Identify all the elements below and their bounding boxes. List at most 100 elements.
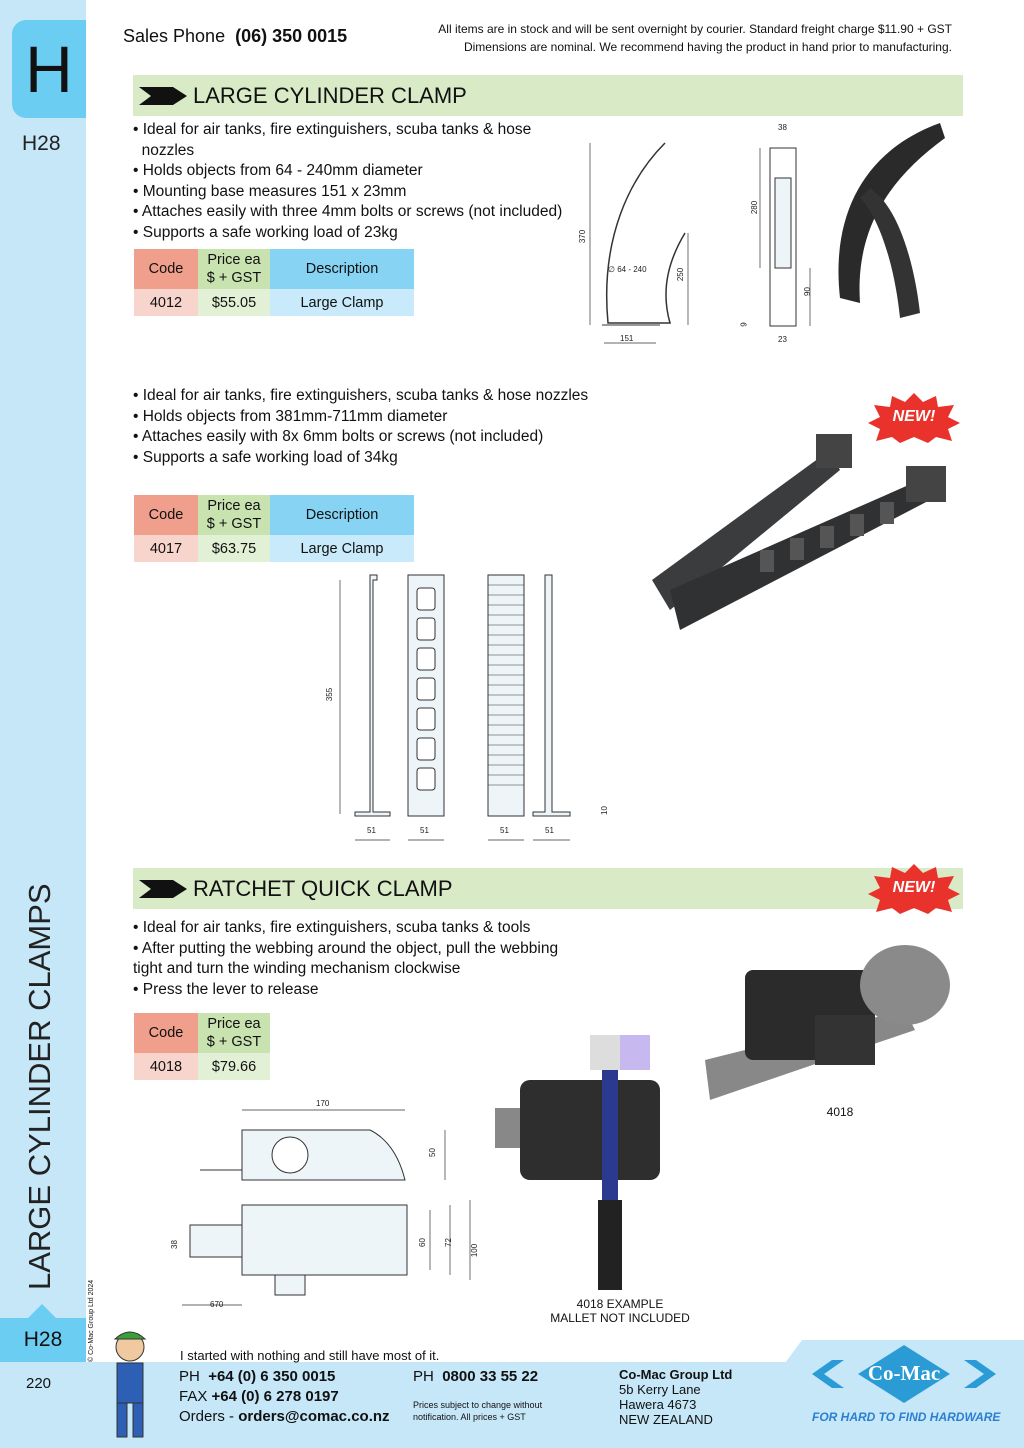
address-line: 5b Kerry Lane: [619, 1382, 701, 1397]
new-badge-text: NEW!: [892, 408, 936, 425]
company-name: Co-Mac Group Ltd: [619, 1367, 733, 1382]
clamp-4012-diagram: [589, 123, 945, 344]
dim-label: 355: [325, 687, 335, 702]
dim-label: 370: [578, 229, 588, 244]
new-badge: NEW!: [868, 393, 960, 443]
bullet: • Supports a safe working load of 34kg: [133, 448, 398, 466]
disclaimer-line: Prices subject to change without: [413, 1400, 543, 1410]
disclaimer: Prices subject to change without notifica…: [413, 1399, 542, 1423]
header-price: Price ea $ + GST: [198, 249, 270, 289]
address-line: NEW ZEALAND: [619, 1412, 713, 1427]
header-description: Description: [270, 495, 414, 535]
photo-caption: 4018: [826, 1105, 854, 1119]
dim-label: 51: [545, 826, 554, 835]
dim-label: 38: [169, 1240, 179, 1249]
new-badge: NEW!: [868, 864, 960, 914]
footer: [0, 1362, 1024, 1448]
dim-label: 72: [443, 1238, 453, 1247]
footer-phone: PH +64 (0) 6 350 0015: [179, 1368, 335, 1385]
header-price: Price ea $ + GST: [198, 1013, 270, 1053]
header-code: Code: [134, 495, 198, 535]
header-code: Code: [134, 1013, 198, 1053]
bullet: • Holds objects from 381mm-711mm diamete…: [133, 407, 448, 425]
product-bullets: • Ideal for air tanks, fire extinguisher…: [133, 386, 588, 468]
dim-label: 23: [778, 335, 787, 344]
bottom-section-tab[interactable]: H28: [0, 1304, 86, 1362]
footer-fax: FAX +64 (0) 6 278 0197: [179, 1388, 339, 1405]
bullet: • After putting the webbing around the o…: [133, 939, 559, 957]
section-title: RATCHET QUICK CLAMP: [193, 875, 453, 901]
orders-email[interactable]: orders@comac.co.nz: [238, 1408, 390, 1425]
phone-number[interactable]: 0800 33 55 22: [442, 1368, 539, 1385]
bullet: • Attaches easily with 8x 6mm bolts or s…: [133, 428, 544, 445]
dim-label: 100: [470, 1243, 480, 1258]
sales-phone-number: (06) 350 0015: [235, 26, 348, 46]
cell-price: $79.66: [198, 1053, 270, 1080]
cell-code: 4018: [134, 1053, 198, 1080]
section-title: LARGE CYLINDER CLAMP: [193, 82, 467, 108]
footer-orders: Orders - orders@comac.co.nz: [179, 1408, 390, 1425]
dim-label: 38: [778, 123, 787, 132]
ph-label: PH: [413, 1368, 434, 1385]
notice-line: All items are in stock and will be sent …: [438, 22, 952, 36]
dim-label: 51: [500, 826, 509, 835]
arrow-icon: [139, 879, 187, 898]
dim-label: 51: [367, 826, 376, 835]
dim-label: 9: [739, 322, 749, 327]
ratchet-diagram: [182, 1109, 471, 1306]
dim-label: 51: [420, 826, 429, 835]
arrow-icon: [139, 86, 187, 105]
section-tab-letter[interactable]: H: [12, 20, 86, 118]
header-price: Price ea $ + GST: [198, 495, 270, 535]
footer-phone-2: PH 0800 33 55 22: [413, 1368, 538, 1385]
disclaimer-line: notification. All prices + GST: [413, 1412, 526, 1422]
notice-line: Dimensions are nominal. We recommend hav…: [463, 40, 952, 54]
dim-label: 170: [316, 1099, 330, 1108]
notice: All items are in stock and will be sent …: [438, 20, 952, 56]
header-code: Code: [134, 249, 198, 289]
bullet: • Ideal for air tanks, fire extinguisher…: [133, 387, 589, 404]
example-caption: 4018 EXAMPLE MALLET NOT INCLUDED: [550, 1297, 690, 1325]
sales-label: Sales Phone: [123, 26, 226, 46]
cell-code: 4017: [134, 535, 198, 562]
address-line: Hawera 4673: [619, 1397, 697, 1412]
clamp-4017-photo: [652, 434, 946, 630]
sales-phone: Sales Phone (06) 350 0015: [123, 26, 347, 47]
dim-label: 90: [802, 287, 812, 296]
cell-description: Large Clamp: [270, 289, 414, 316]
dim-label: 250: [676, 267, 686, 282]
slogan: I started with nothing and still have mo…: [180, 1348, 440, 1363]
cell-price: $63.75: [198, 535, 270, 562]
bullet: • Ideal for air tanks, fire extinguisher…: [133, 919, 531, 936]
ratchet-4018-photo: [705, 945, 950, 1100]
bullet: • Attaches easily with three 4mm bolts o…: [133, 203, 563, 220]
copyright: © Co-Mac Group Ltd 2024: [88, 1279, 95, 1362]
ratchet-mallet-photo: [495, 1035, 660, 1290]
bullet: • Ideal for air tanks, fire extinguisher…: [133, 121, 532, 138]
product-bullets: • Ideal for air tanks, fire extinguisher…: [133, 120, 562, 243]
clamp-4017-diagram: [339, 574, 571, 841]
fax-number: +64 (0) 6 278 0197: [211, 1388, 339, 1405]
dim-label: 280: [750, 200, 760, 215]
mascot-illustration: [113, 1331, 147, 1438]
bullet: • Supports a safe working load of 23kg: [133, 223, 398, 241]
bullet: • Press the lever to release: [133, 980, 319, 998]
ph-label: PH: [179, 1368, 200, 1385]
orders-label: Orders -: [179, 1408, 235, 1425]
sidebar: [0, 0, 86, 1448]
vertical-category-title: LARGE CYLINDER CLAMPS: [22, 883, 57, 1290]
new-badge-text: NEW!: [892, 879, 936, 896]
dim-label: 151: [620, 334, 634, 343]
dim-label: ∅ 64 - 240: [608, 265, 647, 274]
page-number: 220: [26, 1375, 52, 1392]
fax-label: FAX: [179, 1388, 208, 1405]
comac-logo: Co-Mac: [810, 1343, 998, 1405]
phone-number[interactable]: +64 (0) 6 350 0015: [208, 1368, 336, 1385]
cell-code: 4012: [134, 289, 198, 316]
cell-price: $55.05: [198, 289, 270, 316]
header-description: Description: [270, 249, 414, 289]
dim-label: 10: [599, 806, 609, 815]
